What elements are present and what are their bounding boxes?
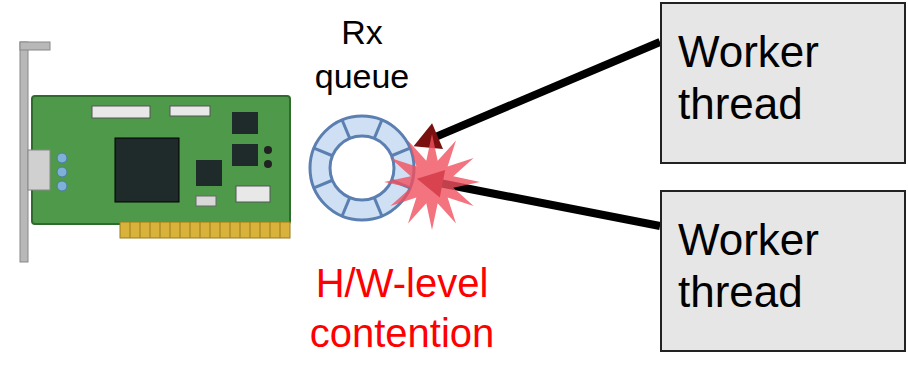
thread-arrow bbox=[414, 42, 660, 149]
ring-buffer bbox=[302, 108, 422, 228]
card-bracket bbox=[20, 42, 28, 262]
queue-label: Rx queue bbox=[302, 10, 422, 98]
bracket-tab bbox=[20, 42, 50, 50]
controller-chip bbox=[115, 138, 179, 202]
worker-box: Worker thread bbox=[660, 190, 906, 352]
rx-queue: Rx queue bbox=[302, 0, 422, 230]
starburst bbox=[384, 134, 480, 230]
port bbox=[28, 150, 50, 190]
circuit-board bbox=[32, 96, 290, 224]
header bbox=[92, 106, 150, 118]
thread-arrow bbox=[417, 170, 660, 226]
worker-box: Worker thread bbox=[660, 2, 906, 164]
box-label: Worker thread bbox=[662, 192, 904, 318]
box-label: Worker thread bbox=[662, 4, 904, 130]
contention-label: H/W-level contention bbox=[282, 258, 522, 358]
edge-connector bbox=[120, 222, 290, 238]
